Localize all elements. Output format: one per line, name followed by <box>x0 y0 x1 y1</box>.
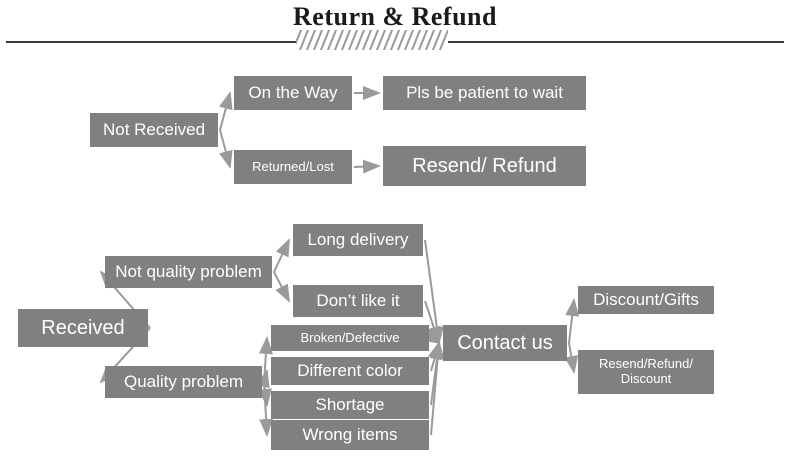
edge-not-received-to-on-the-way <box>219 91 233 131</box>
page-title: Return & Refund <box>293 2 497 31</box>
edge-contact-us-to-discount-gifts <box>565 298 580 344</box>
edge-different-color-to-contact-us <box>427 341 442 372</box>
node-on-the-way[interactable]: On the Way <box>234 76 352 110</box>
edge-not-quality-to-dont-like <box>273 271 290 303</box>
node-contact-us[interactable]: Contact us <box>443 325 567 361</box>
node-pls-wait[interactable]: Pls be patient to wait <box>383 76 586 110</box>
node-not-quality[interactable]: Not quality problem <box>105 256 272 288</box>
edge-shortage-to-contact-us <box>430 341 444 406</box>
edge-quality-to-broken <box>258 336 273 383</box>
edge-not-received-to-returned-lost <box>219 129 233 169</box>
node-discount-gifts[interactable]: Discount/Gifts <box>578 286 714 314</box>
edge-wrong-items-to-contact-us <box>430 341 445 436</box>
edge-not-quality-to-long-delivery <box>273 238 290 273</box>
edge-quality-to-shortage <box>257 381 272 407</box>
node-broken[interactable]: Broken/Defective <box>271 325 429 351</box>
edge-contact-us-to-resend-discount <box>564 342 579 374</box>
hatched-divider-icon <box>296 30 448 50</box>
node-dont-like[interactable]: Don’t like it <box>293 285 423 317</box>
node-returned-lost[interactable]: Returned/Lost <box>234 150 352 184</box>
node-received[interactable]: Received <box>18 309 148 347</box>
node-resend-refund[interactable]: Resend/ Refund <box>383 146 586 186</box>
edge-quality-to-different-color <box>256 369 270 389</box>
node-long-delivery[interactable]: Long delivery <box>293 224 423 256</box>
node-resend-discount[interactable]: Resend/Refund/ Discount <box>578 350 714 394</box>
node-not-received[interactable]: Not Received <box>90 113 218 147</box>
node-shortage[interactable]: Shortage <box>271 391 429 419</box>
node-wrong-items[interactable]: Wrong items <box>271 420 429 450</box>
edge-quality-to-wrong-items <box>259 381 274 437</box>
edge-broken-to-contact-us <box>421 328 441 345</box>
edge-returned-lost-to-resend-refund <box>353 159 381 174</box>
node-different-color[interactable]: Different color <box>271 357 429 385</box>
node-quality[interactable]: Quality problem <box>105 366 262 398</box>
